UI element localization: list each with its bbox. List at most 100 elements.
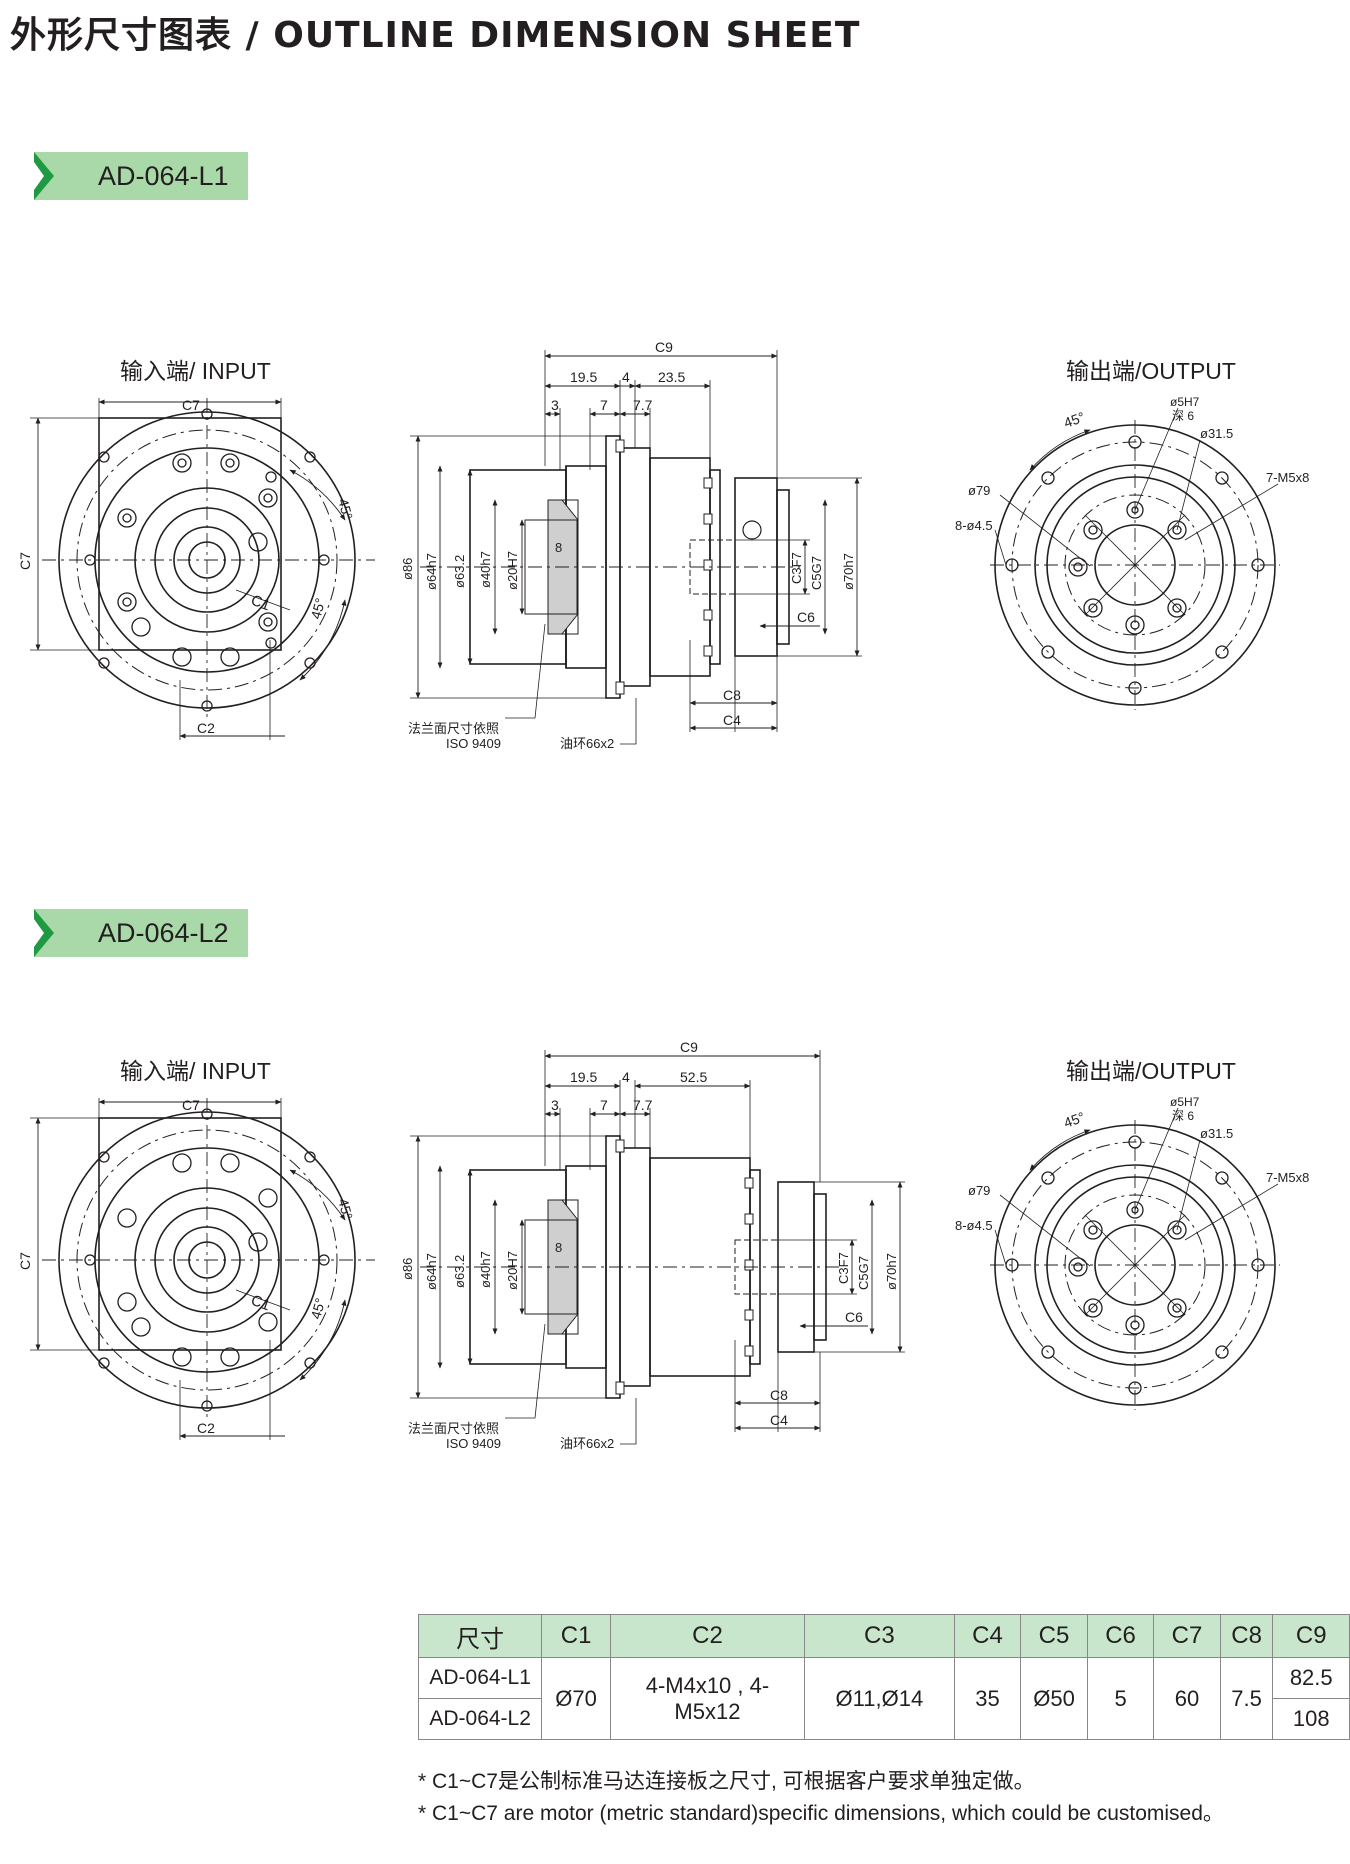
c2-label: C2 <box>197 1420 215 1436</box>
input-view-label: 输入端/ INPUT <box>120 358 271 384</box>
iso-note: ISO 9409 <box>446 1436 501 1451</box>
dim-70: ø70h7 <box>884 1253 899 1290</box>
table-row: AD-064-L2 108 <box>417 1698 1350 1740</box>
m5-label: 7-M5x8 <box>1266 470 1309 485</box>
output-angle-label: 45° <box>1062 1109 1087 1131</box>
dim-3: 3 <box>551 1097 559 1113</box>
model-tag-text: AD-064-L1 <box>98 161 229 191</box>
angle-label: 45° <box>335 497 356 522</box>
c7-top-label: C7 <box>182 397 200 413</box>
table-row: AD-064-L1 Ø70 4-M4x10 , 4-M5x12 Ø11,Ø14 … <box>417 1657 1350 1740</box>
dim-86: ø86 <box>400 1258 415 1280</box>
drawing-section-2: C7 C7 C2 C1 45° 45° <box>17 1039 1309 1451</box>
header-size: 尺寸 <box>417 1614 543 1658</box>
dim-40: ø40h7 <box>478 1251 493 1288</box>
header-c5: C5 <box>1020 1614 1088 1658</box>
model-cell: AD-064-L1 <box>417 1657 543 1699</box>
iso-note: ISO 9409 <box>446 736 501 751</box>
depth-6-label: 深 6 <box>1172 409 1194 423</box>
oring-note: 油环66x2 <box>560 736 614 751</box>
angle-label: 45° <box>307 596 328 621</box>
c7-side-label: C7 <box>17 552 33 570</box>
c1-label: C1 <box>249 592 273 615</box>
dim-23-5: 23.5 <box>658 369 685 385</box>
c9-cell: 108 <box>1272 1698 1350 1740</box>
dim-19-5: 19.5 <box>570 369 597 385</box>
input-view-label: 输入端/ INPUT <box>120 1058 271 1084</box>
dim-c9: C9 <box>680 1039 698 1055</box>
header-c6: C6 <box>1086 1614 1155 1658</box>
dim-64: ø64h7 <box>424 553 439 590</box>
d31-5-label: ø31.5 <box>1200 1126 1233 1141</box>
oring-note: 油环66x2 <box>560 1436 614 1451</box>
flange-note: 法兰面尺寸依照 <box>408 721 499 736</box>
d79-label: ø79 <box>968 483 990 498</box>
holes-4-5-label: 8-ø4.5 <box>955 1218 993 1233</box>
table-header-row: 尺寸 C1 C2 C3 C4 C5 C6 C7 C8 C9 <box>417 1614 1350 1658</box>
drawing-section-1: C7 C7 C2 C1 45° 45° <box>17 339 1309 751</box>
dim-c6: C6 <box>845 1309 863 1325</box>
dim-64: ø64h7 <box>424 1253 439 1290</box>
dim-3: 3 <box>551 397 559 413</box>
dim-7: 7 <box>600 1097 608 1113</box>
flange-note: 法兰面尺寸依照 <box>408 1421 499 1436</box>
header-c1: C1 <box>541 1614 611 1658</box>
angle-label: 45° <box>335 1197 356 1222</box>
dim-c8: C8 <box>770 1387 788 1403</box>
dim-8: 8 <box>555 1240 562 1255</box>
d31-5-label: ø31.5 <box>1200 426 1233 441</box>
c6-cell: 5 <box>1086 1657 1155 1740</box>
spec-table: 尺寸 C1 C2 C3 C4 C5 C6 C7 C8 C9 AD-064-L1 … <box>417 1614 1350 1740</box>
dim-c6: C6 <box>797 609 815 625</box>
dim-c3: C3F7 <box>836 1252 851 1284</box>
note-cn: * C1~C7是公制标准马达连接板之尺寸, 可根据客户要求单独定做。 <box>418 1770 1035 1793</box>
output-view-label: 输出端/OUTPUT <box>1066 1058 1236 1084</box>
side-view <box>410 350 862 745</box>
dim-c8: C8 <box>723 687 741 703</box>
c7-cell: 60 <box>1153 1657 1221 1740</box>
dim-c4: C4 <box>770 1412 788 1428</box>
angle-label: 45° <box>307 1296 328 1321</box>
model-tag-1: AD-064-L1 <box>34 152 248 200</box>
header-c2: C2 <box>609 1614 806 1658</box>
model-tag-2: AD-064-L2 <box>34 909 248 957</box>
header-c8: C8 <box>1219 1614 1274 1658</box>
c7-side-label: C7 <box>17 1252 33 1270</box>
dim-70: ø70h7 <box>841 553 856 590</box>
output-view-label: 输出端/OUTPUT <box>1066 358 1236 384</box>
dim-c5: C5G7 <box>856 1256 871 1290</box>
c1-label: C1 <box>249 1292 273 1315</box>
dim-20: ø20H7 <box>505 551 520 590</box>
model-tag-text: AD-064-L2 <box>98 918 229 948</box>
c9-cell: 82.5 <box>1272 1657 1350 1699</box>
dim-19-5: 19.5 <box>570 1069 597 1085</box>
dim-c5: C5G7 <box>809 556 824 590</box>
technical-drawings: C7 C7 C2 C1 45° 45° <box>17 339 1309 1451</box>
dim-63-2: ø63.2 <box>452 555 467 588</box>
page-title: 外形尺寸图表 / OUTLINE DIMENSION SHEET <box>10 15 861 56</box>
c1-cell: Ø70 <box>541 1657 611 1740</box>
header-c3: C3 <box>804 1614 955 1658</box>
dim-86: ø86 <box>400 558 415 580</box>
input-view <box>30 398 375 740</box>
dim-c9: C9 <box>655 339 673 355</box>
dim-c4: C4 <box>723 712 741 728</box>
c7-top-label: C7 <box>182 1097 200 1113</box>
dim-63-2: ø63.2 <box>452 1255 467 1288</box>
hole-5-label: ø5H7 <box>1170 395 1200 409</box>
model-cell: AD-064-L2 <box>417 1698 543 1740</box>
c2-cell: 4-M4x10 , 4-M5x12 <box>609 1657 806 1740</box>
dim-7-7: 7.7 <box>633 397 653 413</box>
c8-cell: 7.5 <box>1219 1657 1274 1740</box>
c5-cell: Ø50 <box>1020 1657 1088 1740</box>
dim-4: 4 <box>622 1069 630 1085</box>
output-view <box>990 1107 1280 1410</box>
header-c4: C4 <box>953 1614 1022 1658</box>
dim-c3: C3F7 <box>789 552 804 584</box>
note-en: * C1~C7 are motor (metric standard)speci… <box>418 1802 1224 1825</box>
depth-6-label: 深 6 <box>1172 1109 1194 1123</box>
c3-cell: Ø11,Ø14 <box>804 1657 955 1740</box>
c2-label: C2 <box>197 720 215 736</box>
output-view <box>990 407 1280 710</box>
dim-40: ø40h7 <box>478 551 493 588</box>
